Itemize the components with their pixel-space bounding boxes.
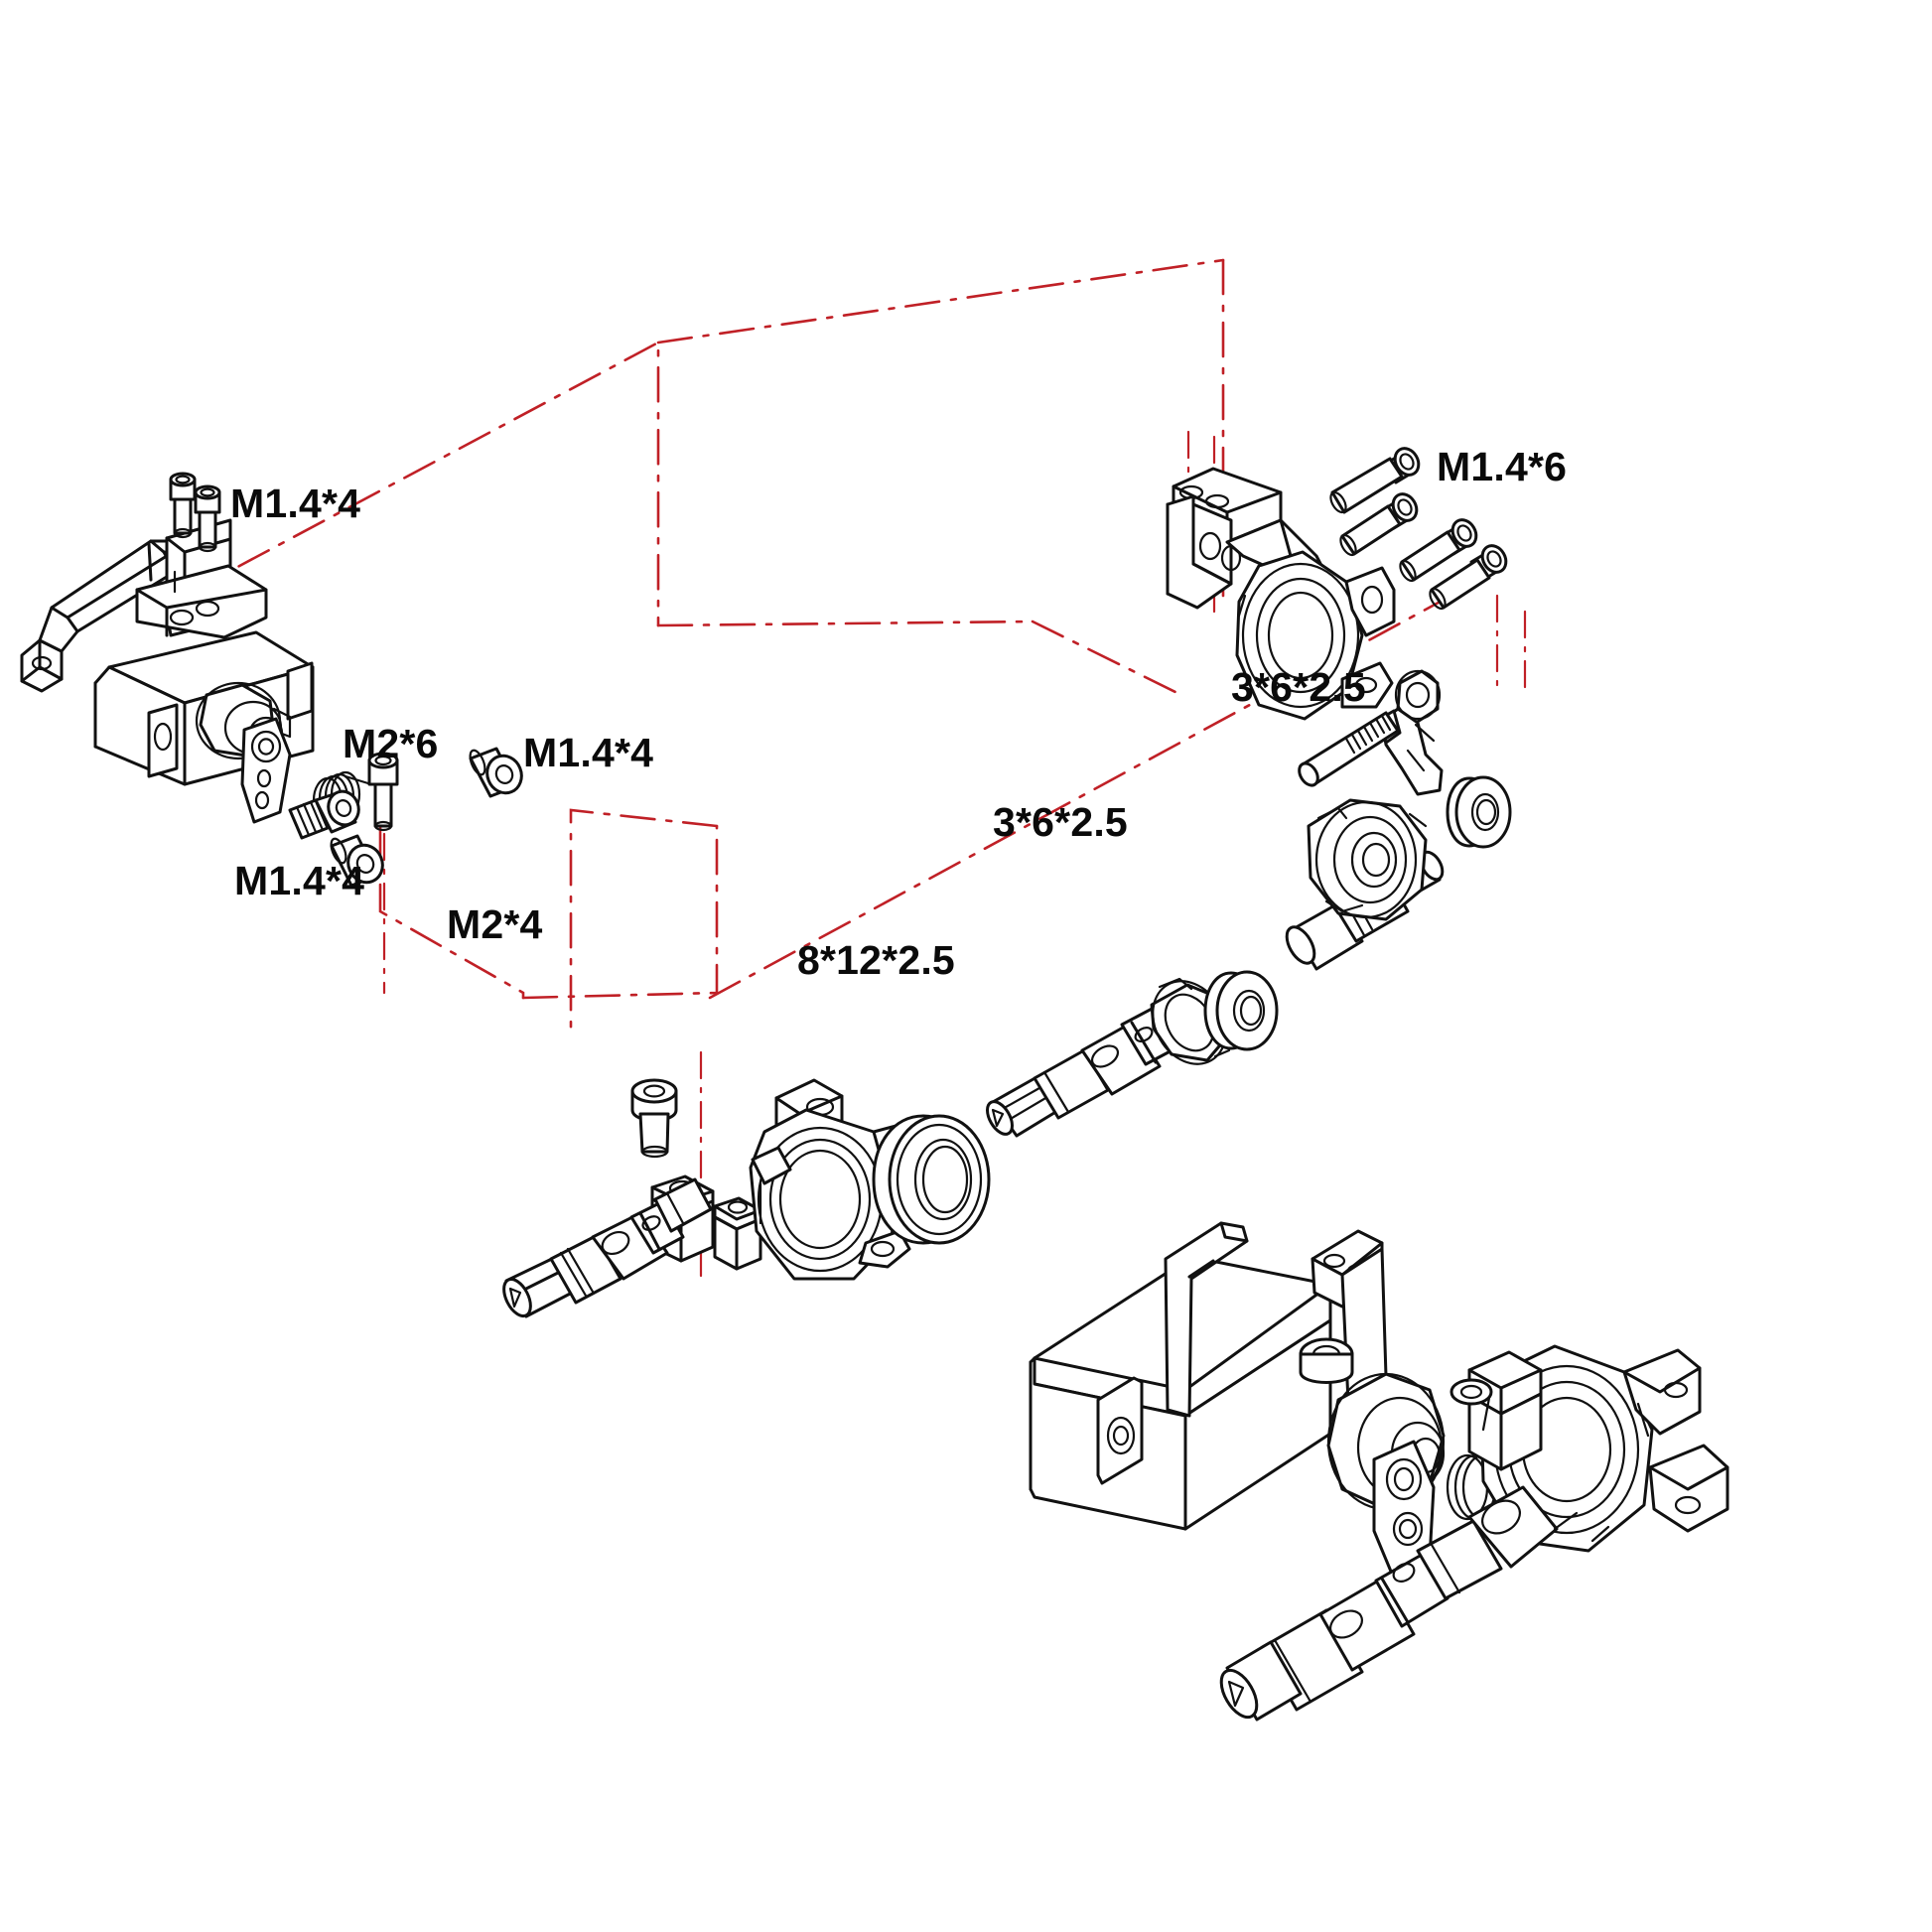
label-m14x4-lower-left: M1.4*4 — [234, 858, 365, 903]
screw-m14x4-pair — [169, 472, 221, 553]
centerline-upper-span — [656, 258, 1225, 345]
king-pin — [1298, 711, 1400, 787]
label-m14x6: M1.4*6 — [1437, 444, 1568, 489]
bearing-3-6-25-right — [1446, 775, 1512, 849]
screw-m14x4-b — [469, 747, 523, 798]
servo-mount-bracket — [20, 518, 268, 693]
label-m14x4-top-left: M1.4*4 — [230, 481, 361, 526]
label-bearing-8-12-25: 8*12*2.5 — [797, 937, 955, 983]
centerline-lower-left-b — [521, 824, 719, 1000]
screw-m14x6-set — [1329, 447, 1508, 611]
c-hub-carrier — [1166, 467, 1396, 721]
label-bearing-3-6-25-right: 3*6*2.5 — [1231, 664, 1366, 710]
centerline-upper-lower-span — [656, 620, 1035, 627]
bearing-3-6-25-mid — [1203, 970, 1279, 1051]
screw-m2x4 — [630, 1078, 678, 1159]
screw-m14x4-a — [288, 789, 360, 840]
label-m14x4-mid: M1.4*4 — [523, 730, 654, 775]
screw-m2x6 — [367, 752, 399, 832]
steering-knuckle-left — [749, 1078, 917, 1281]
label-m2x4: M2*4 — [447, 901, 543, 947]
bearing-8-12-25 — [872, 1114, 991, 1245]
assembled-unit — [1029, 1221, 1729, 1722]
screw-m14x4-c — [330, 834, 384, 888]
centerline-main-axis — [1031, 620, 1183, 697]
servo — [93, 630, 315, 824]
drive-cup — [1307, 798, 1428, 921]
cvd-joint — [986, 977, 1231, 1138]
label-m2x6: M2*6 — [343, 721, 439, 766]
label-bearing-3-6-25-mid: 3*6*2.5 — [993, 799, 1128, 845]
centerline-lower-mid — [569, 808, 719, 1030]
drive-shaft-left — [502, 1177, 713, 1318]
